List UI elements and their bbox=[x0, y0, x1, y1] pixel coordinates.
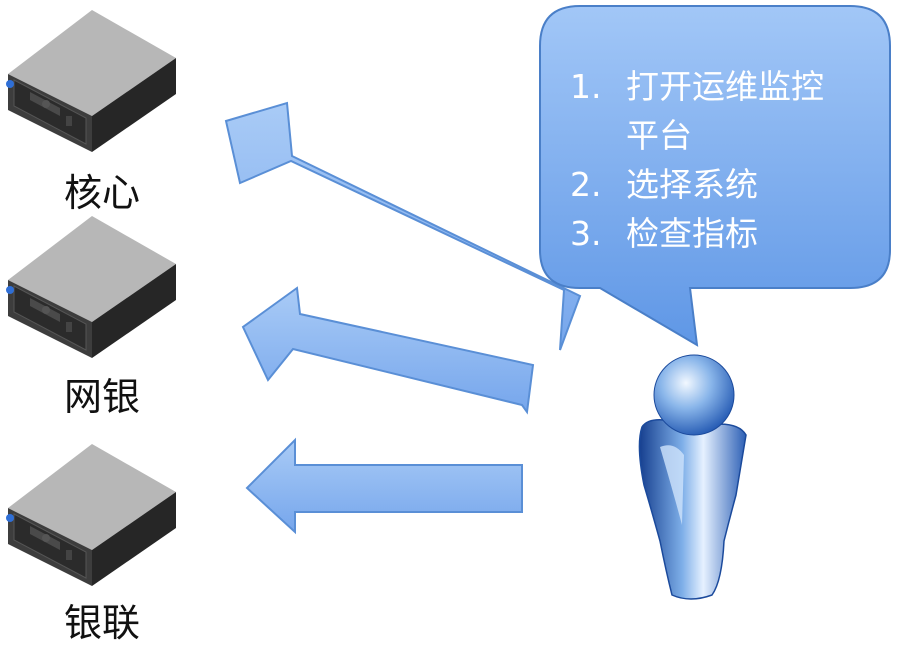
user-icon bbox=[638, 354, 747, 600]
server-icon bbox=[6, 444, 176, 586]
server-icon bbox=[6, 10, 176, 152]
steps-list: 1. 打开运维监控平台 2. 选择系统 3. 检查指标 bbox=[570, 62, 870, 258]
server-label-ebank: 网银 bbox=[63, 375, 140, 419]
server-icon bbox=[6, 216, 176, 358]
arrow-to-unionpay bbox=[245, 437, 523, 535]
step-item: 2. 选择系统 bbox=[570, 160, 870, 209]
step-text: 打开运维监控平台 bbox=[626, 67, 824, 155]
speech-bubble bbox=[539, 5, 891, 347]
step-number: 1. bbox=[570, 67, 602, 106]
step-item: 1. 打开运维监控平台 bbox=[570, 62, 870, 160]
server-label-core: 核心 bbox=[63, 171, 140, 215]
step-item: 3. 检查指标 bbox=[570, 209, 870, 258]
step-text: 检查指标 bbox=[626, 214, 758, 253]
arrow-to-core bbox=[224, 101, 582, 351]
step-text: 选择系统 bbox=[626, 165, 758, 204]
server-label-unionpay: 银联 bbox=[63, 601, 140, 645]
step-number: 3. bbox=[570, 214, 602, 253]
step-number: 2. bbox=[570, 165, 602, 204]
arrow-to-ebank bbox=[241, 286, 535, 415]
